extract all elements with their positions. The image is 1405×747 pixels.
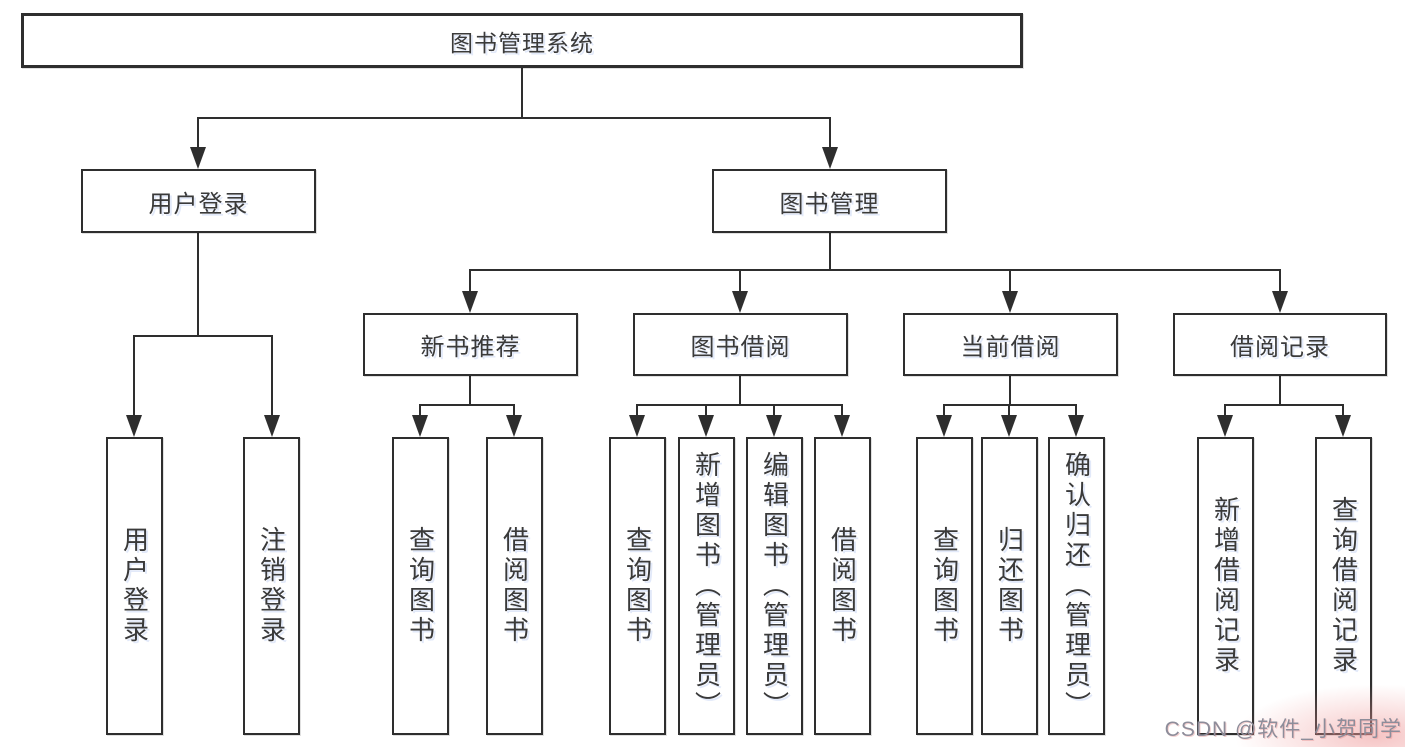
node-current-borrow-label: 当前借阅 <box>960 334 1061 361</box>
arrow-down-icon <box>1068 415 1084 437</box>
leaf-current-return-books-label: 归还图书 <box>994 526 1025 646</box>
node-current-borrow: 当前借阅 <box>903 313 1118 376</box>
connector-drop-leaf <box>513 404 515 417</box>
node-borrow-records: 借阅记录 <box>1173 313 1387 376</box>
leaf-current-confirm-return-admin: 确认归还（管理员） <box>1048 437 1105 735</box>
node-book-borrow: 图书借阅 <box>633 313 848 376</box>
leaf-borrow-borrow-books: 借阅图书 <box>814 437 871 735</box>
connector-drop-leaf <box>1008 404 1010 417</box>
arrow-down-icon <box>412 415 428 437</box>
leaf-records-query-record-label: 查询借阅记录 <box>1328 496 1359 676</box>
leaf-user-logout-label: 注销登录 <box>256 526 287 646</box>
arrow-down-icon <box>506 415 522 437</box>
leaf-records-add-record-label: 新增借阅记录 <box>1210 496 1241 676</box>
connector-recommend-branch <box>420 404 515 406</box>
node-borrow-records-label: 借阅记录 <box>1230 334 1330 361</box>
leaf-user-login: 用户登录 <box>106 437 163 735</box>
node-user-login-label: 用户登录 <box>148 190 249 218</box>
leaf-current-confirm-return-admin-label: 确认归还（管理员） <box>1061 451 1092 721</box>
node-root: 图书管理系统 <box>21 13 1023 68</box>
leaf-borrow-borrow-books-label: 借阅图书 <box>827 526 858 646</box>
leaf-borrow-add-books-admin: 新增图书（管理员） <box>678 437 735 735</box>
leaf-current-query-books-label: 查询图书 <box>929 526 960 646</box>
connector-drop-leaf <box>943 404 945 417</box>
arrow-down-icon <box>766 415 782 437</box>
leaf-current-return-books: 归还图书 <box>981 437 1038 735</box>
connector-drop-leaf <box>841 404 843 417</box>
connector-root-branch <box>198 117 831 119</box>
connector-records-branch <box>1225 404 1344 406</box>
connector-root-stub <box>521 68 523 118</box>
connector-mgmt-stub <box>829 233 831 270</box>
arrow-down-icon <box>1002 291 1018 313</box>
connector-drop-borrow <box>739 269 741 295</box>
arrow-down-icon <box>264 415 280 437</box>
leaf-recommend-query-books: 查询图书 <box>392 437 449 735</box>
connector-drop-book-management <box>829 117 831 149</box>
leaf-current-query-books: 查询图书 <box>916 437 973 735</box>
arrow-down-icon <box>834 415 850 437</box>
arrow-down-icon <box>822 147 838 169</box>
connector-user-branch <box>134 335 273 337</box>
connector-drop-leaf <box>636 404 638 417</box>
leaf-borrow-edit-books-admin-label: 编辑图书（管理员） <box>759 451 790 721</box>
connector-drop-leaf <box>773 404 775 417</box>
node-book-management: 图书管理 <box>712 169 947 233</box>
arrow-down-icon <box>190 147 206 169</box>
leaf-borrow-query-books-label: 查询图书 <box>622 526 653 646</box>
leaf-borrow-edit-books-admin: 编辑图书（管理员） <box>746 437 803 735</box>
connector-drop-user-login <box>197 117 199 149</box>
connector-drop-leaf <box>1342 404 1344 417</box>
arrow-down-icon <box>1272 291 1288 313</box>
connector-recommend-stub <box>469 376 471 405</box>
leaf-borrow-add-books-admin-label: 新增图书（管理员） <box>691 451 722 721</box>
node-root-label: 图书管理系统 <box>450 29 594 56</box>
connector-drop-leaf <box>705 404 707 417</box>
arrow-down-icon <box>629 415 645 437</box>
watermark: CSDN @软件_小贺同学 <box>1164 718 1402 741</box>
connector-user-stub <box>197 233 199 336</box>
arrow-down-icon <box>126 415 142 437</box>
leaf-records-query-record: 查询借阅记录 <box>1315 437 1372 735</box>
connector-records-stub <box>1279 376 1281 405</box>
connector-mgmt-branch <box>470 269 1281 271</box>
connector-drop-leaf <box>1224 404 1226 417</box>
node-user-login: 用户登录 <box>81 169 316 233</box>
arrow-down-icon <box>462 291 478 313</box>
node-new-book-recommend: 新书推荐 <box>363 313 578 376</box>
connector-current-branch <box>944 404 1077 406</box>
connector-drop-leaf <box>271 335 273 417</box>
leaf-records-add-record: 新增借阅记录 <box>1197 437 1254 735</box>
arrow-down-icon <box>1335 415 1351 437</box>
leaf-user-logout: 注销登录 <box>243 437 300 735</box>
connector-drop-recommend <box>469 269 471 295</box>
arrow-down-icon <box>732 291 748 313</box>
connector-current-stub <box>1009 376 1011 405</box>
node-book-management-label: 图书管理 <box>779 190 880 218</box>
arrow-down-icon <box>698 415 714 437</box>
connector-drop-records <box>1279 269 1281 295</box>
arrow-down-icon <box>1217 415 1233 437</box>
arrow-down-icon <box>936 415 952 437</box>
node-book-borrow-label: 图书借阅 <box>690 334 791 361</box>
leaf-recommend-borrow-books: 借阅图书 <box>486 437 543 735</box>
connector-drop-leaf <box>133 335 135 417</box>
connector-borrow-branch <box>637 404 843 406</box>
node-new-book-recommend-label: 新书推荐 <box>420 334 521 361</box>
connector-drop-leaf <box>1075 404 1077 417</box>
leaf-user-login-label: 用户登录 <box>119 526 150 646</box>
connector-borrow-stub <box>739 376 741 405</box>
leaf-recommend-query-books-label: 查询图书 <box>405 526 436 646</box>
leaf-recommend-borrow-books-label: 借阅图书 <box>499 526 530 646</box>
connector-drop-current <box>1009 269 1011 295</box>
arrow-down-icon <box>1001 415 1017 437</box>
leaf-borrow-query-books: 查询图书 <box>609 437 666 735</box>
connector-drop-leaf <box>419 404 421 417</box>
